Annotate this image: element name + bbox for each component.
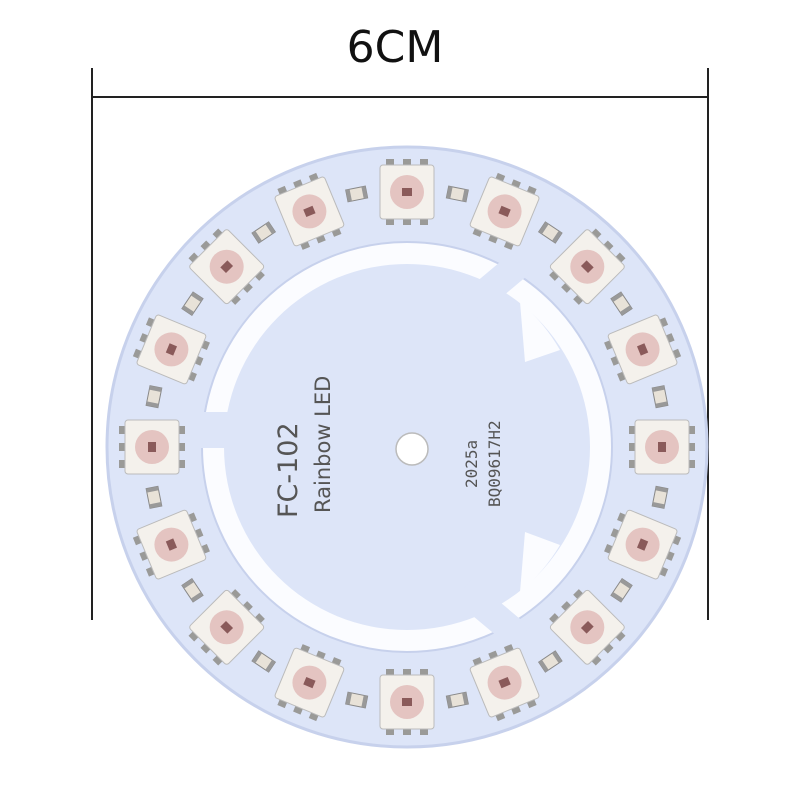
board-model: FC-102 <box>273 422 304 518</box>
capacitor <box>181 291 204 317</box>
capacitor <box>145 485 163 509</box>
capacitor <box>145 385 163 409</box>
led <box>274 172 345 250</box>
led-ring <box>119 159 695 735</box>
led <box>379 159 435 225</box>
led <box>132 314 210 385</box>
capacitor <box>181 577 204 603</box>
capacitor <box>345 691 369 709</box>
capacitor <box>445 691 469 709</box>
capacitor <box>445 185 469 203</box>
led <box>604 314 682 385</box>
capacitor <box>345 185 369 203</box>
capacitor <box>610 291 633 317</box>
capacitor <box>651 385 669 409</box>
dimension-label: 6CM <box>346 22 444 73</box>
capacitor <box>610 577 633 603</box>
capacitor <box>537 221 563 244</box>
capacitor <box>251 221 277 244</box>
led <box>119 419 185 475</box>
capacitor <box>651 485 669 509</box>
led <box>274 644 345 722</box>
capacitor <box>537 650 563 673</box>
led <box>469 644 540 722</box>
led <box>188 228 265 305</box>
led <box>629 419 695 475</box>
dimension-line <box>91 68 709 620</box>
board-date-code: 2025a <box>462 440 481 488</box>
mounting-hole <box>395 432 429 466</box>
board-serial: BQ09617H2 <box>485 420 504 507</box>
led <box>132 509 210 580</box>
led <box>604 509 682 580</box>
capacitor <box>251 650 277 673</box>
pcb-center-disc <box>200 252 590 649</box>
led <box>469 172 540 250</box>
board-name: Rainbow LED <box>311 376 335 513</box>
led <box>379 669 435 735</box>
